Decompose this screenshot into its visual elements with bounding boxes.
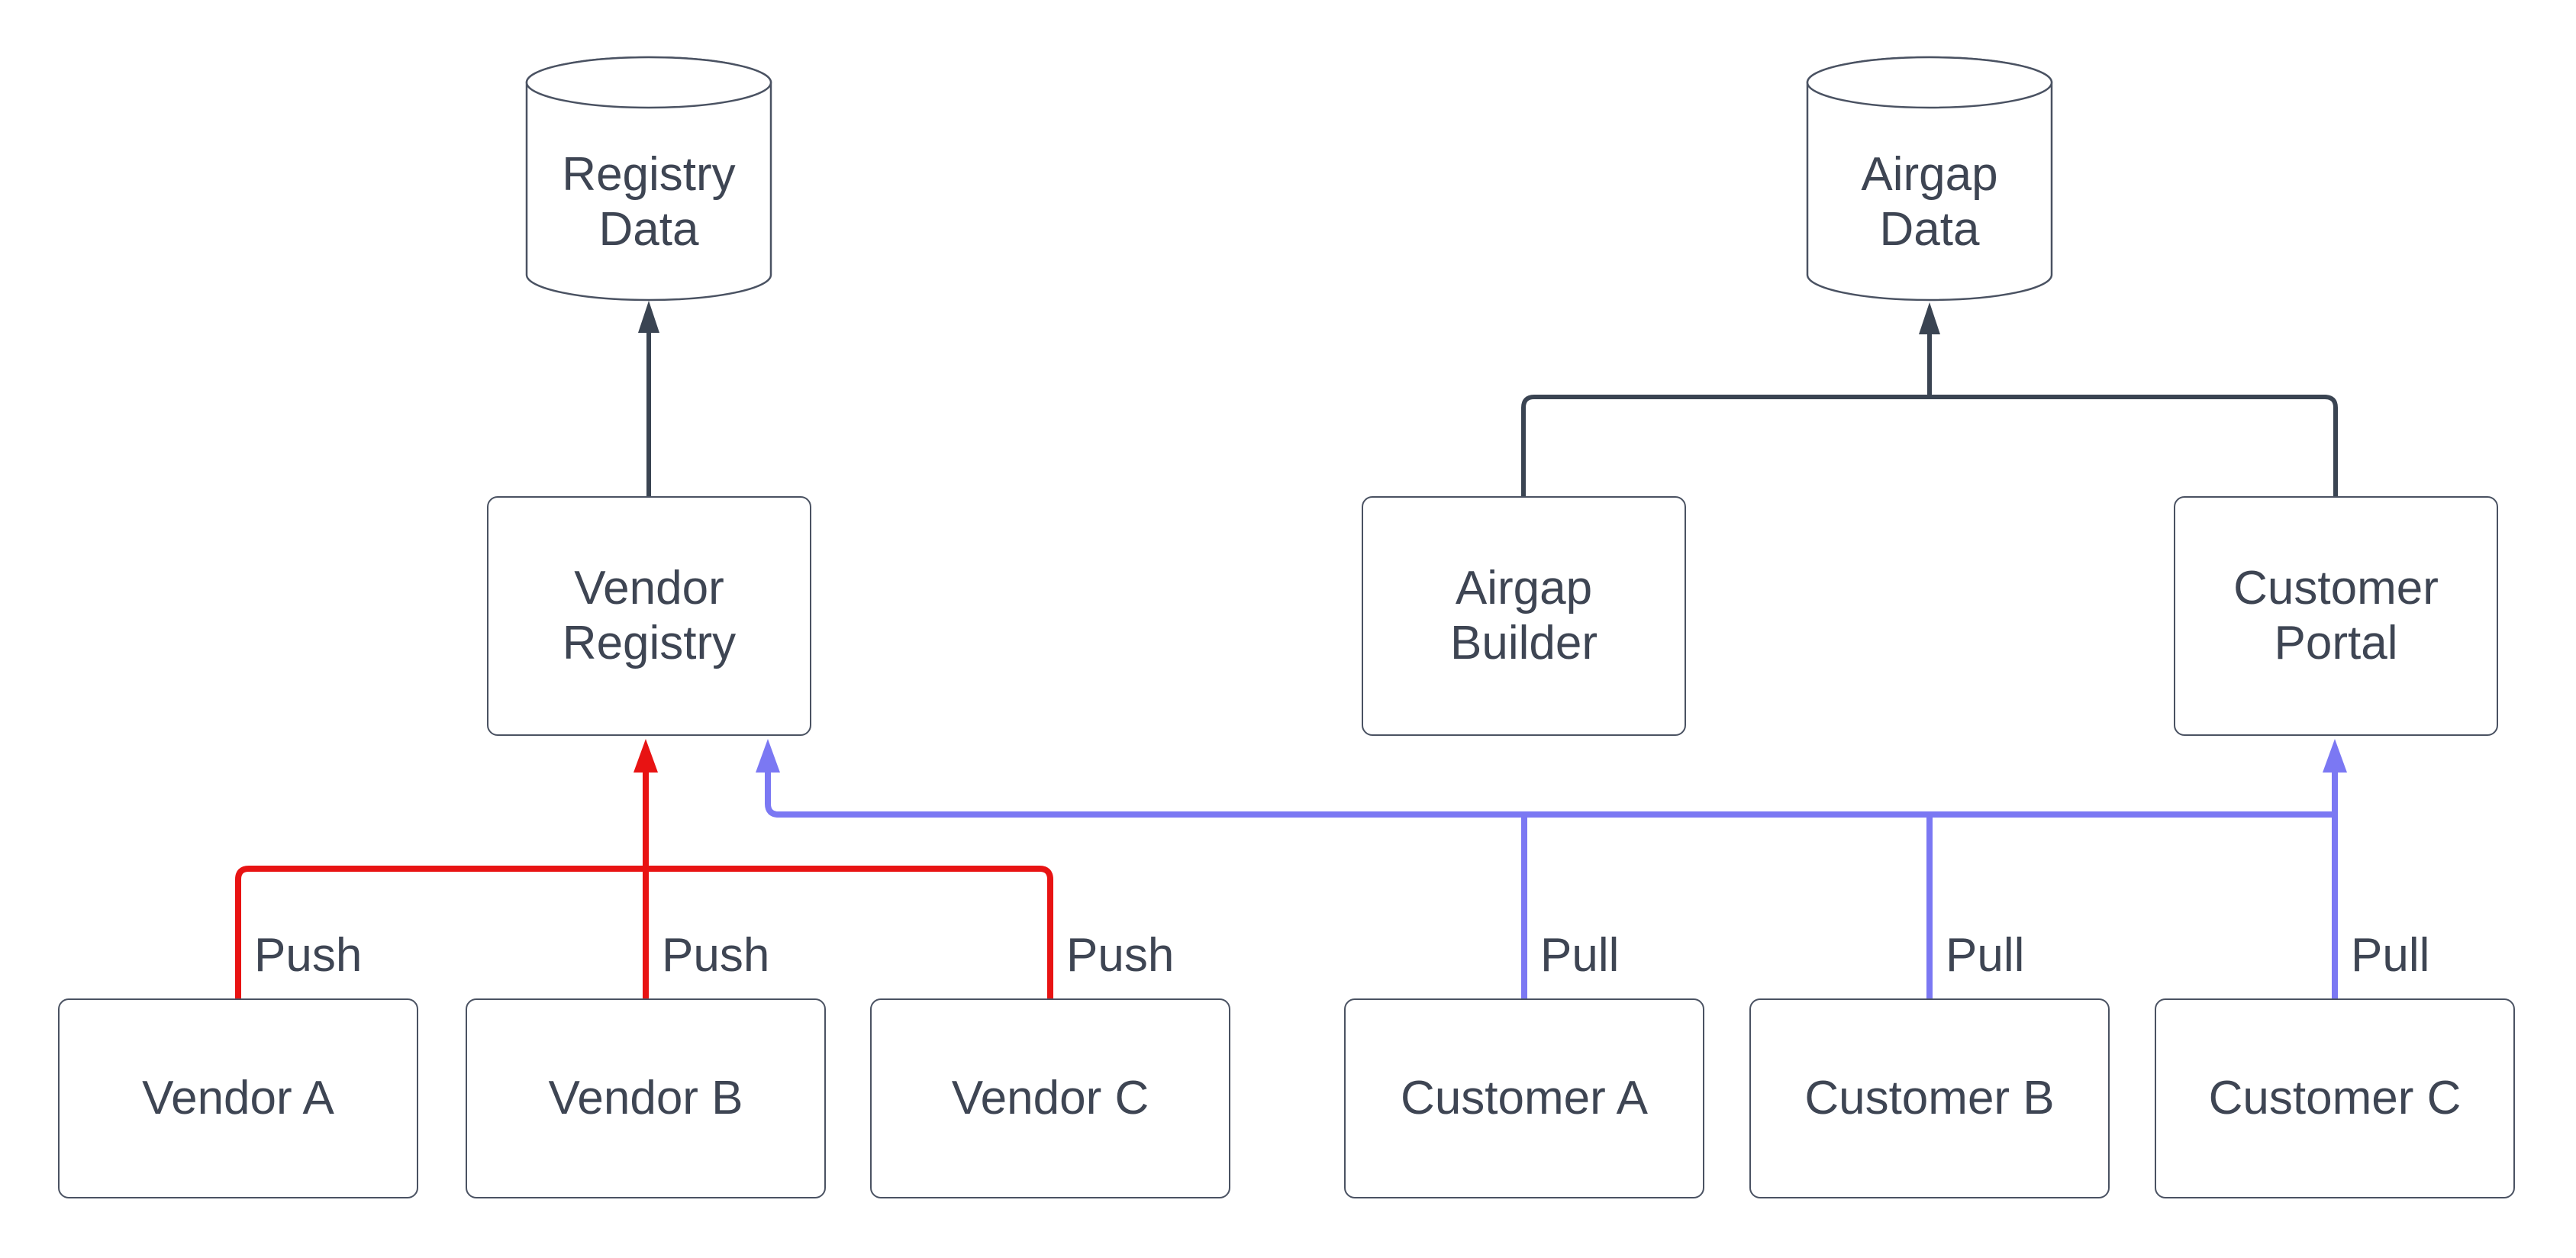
edge-pull-trunk[interactable] xyxy=(765,766,2335,818)
node-label: Airgap Builder xyxy=(1450,562,1598,669)
airgap-data-cylinder[interactable] xyxy=(1806,56,2053,302)
push-edge-label: Push xyxy=(254,929,363,982)
node-label: Customer Portal xyxy=(2233,562,2439,669)
node-label: Vendor B xyxy=(548,1072,743,1124)
customer-portal-node[interactable]: Customer Portal xyxy=(2174,496,2498,736)
node-label: Vendor A xyxy=(142,1072,334,1124)
edge-airgap-builder-customer-portal[interactable] xyxy=(1521,395,2338,496)
arrowhead-pull-customer-portal xyxy=(2323,739,2347,773)
node-label: Airgap Data xyxy=(1861,148,1998,256)
push-edge-label: Push xyxy=(662,929,770,982)
registry-data-cylinder[interactable] xyxy=(525,56,772,302)
arrowhead-push-vendor-registry xyxy=(634,739,658,773)
registry-data-node-label: Registry Data xyxy=(550,141,748,263)
node-label: Customer A xyxy=(1401,1072,1648,1124)
node-label: Customer C xyxy=(2208,1072,2462,1124)
customer-a-node[interactable]: Customer A xyxy=(1344,998,1704,1198)
vendor-registry-node[interactable]: Vendor Registry xyxy=(487,496,811,736)
pull-edge-label: Pull xyxy=(1946,929,2025,982)
push-edge-label: Push xyxy=(1066,929,1175,982)
node-label: Registry Data xyxy=(562,148,736,256)
arrowhead-pull-vendor-registry xyxy=(756,739,780,773)
pull-edge-label: Pull xyxy=(1540,929,1620,982)
node-label: Vendor Registry xyxy=(562,562,737,669)
arrowhead-registry-data xyxy=(638,301,659,333)
node-label: Customer B xyxy=(1804,1072,2055,1124)
airgap-data-node-label: Airgap Data xyxy=(1830,141,2029,263)
vendor-a-node[interactable]: Vendor A xyxy=(58,998,418,1198)
airgap-builder-node[interactable]: Airgap Builder xyxy=(1362,496,1686,736)
arrowhead-airgap-data xyxy=(1919,302,1940,334)
pull-edge-label: Pull xyxy=(2351,929,2430,982)
vendor-c-node[interactable]: Vendor C xyxy=(870,998,1230,1198)
customer-b-node[interactable]: Customer B xyxy=(1749,998,2110,1198)
customer-c-node[interactable]: Customer C xyxy=(2155,998,2515,1198)
vendor-b-node[interactable]: Vendor B xyxy=(466,998,826,1198)
node-label: Vendor C xyxy=(951,1072,1149,1124)
